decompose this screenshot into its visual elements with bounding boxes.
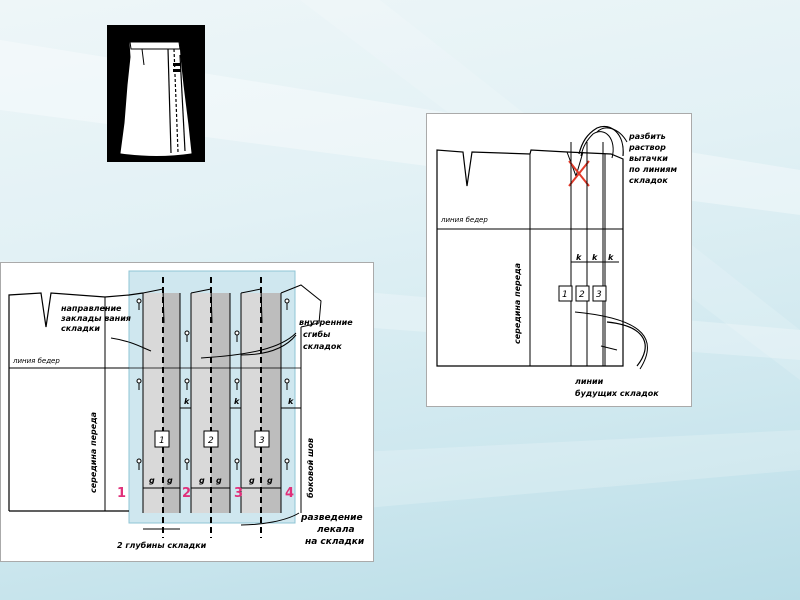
- left-depth-label: 2 глубины складки: [117, 540, 207, 550]
- right-hip-line-label: линия бедер: [440, 216, 488, 224]
- pattern-diagram-left: направление заклады вания складки внутре…: [0, 262, 374, 562]
- right-k-3: k: [608, 253, 614, 262]
- left-pink-number-4: 4: [285, 486, 294, 501]
- skirt-thumbnail: [107, 25, 205, 162]
- left-inner-folds-label: внутренние сгибы складок: [299, 318, 355, 351]
- left-hip-line-label: линия бедер: [12, 357, 60, 365]
- left-front-center-label: середина переда: [89, 412, 98, 493]
- right-diagram-svg: разбить раствор вытачки по линиям складо…: [436, 125, 680, 398]
- pattern-diagram-right: разбить раствор вытачки по линиям складо…: [426, 113, 692, 407]
- right-k-2: k: [592, 253, 598, 262]
- right-pleat-2: 2: [579, 290, 585, 300]
- right-pleat-1: 1: [562, 290, 568, 300]
- left-k-1: k: [184, 397, 190, 406]
- left-pink-number-2: 2: [182, 486, 191, 501]
- left-pleat-1: 1: [159, 436, 165, 446]
- left-direction-label: направление заклады вания складки: [60, 304, 134, 333]
- left-pleat-3: 3: [259, 436, 265, 446]
- left-g-1: g: [149, 476, 155, 485]
- left-spread-label: разведение лекала на складки: [300, 513, 366, 547]
- right-note: разбить раствор вытачки по линиям складо…: [628, 131, 680, 185]
- left-g-6: g: [267, 476, 273, 485]
- left-k-3: k: [288, 397, 294, 406]
- left-g-3: g: [199, 476, 205, 485]
- left-diagram-svg: направление заклады вания складки внутре…: [8, 270, 366, 550]
- left-pink-number-3: 3: [234, 486, 243, 501]
- skirt-sketch-icon: [120, 41, 192, 156]
- left-g-5: g: [249, 476, 255, 485]
- left-side-seam-label: боковой шов: [305, 438, 315, 498]
- left-g-2: g: [167, 476, 173, 485]
- left-pleat-2: 2: [208, 436, 214, 446]
- left-k-2: k: [234, 397, 240, 406]
- right-front-center-label: середина переда: [513, 263, 522, 344]
- left-pink-number-1: 1: [117, 486, 126, 501]
- right-future-lines-label: линии будущих складок: [575, 377, 659, 398]
- right-pleat-3: 3: [596, 290, 602, 300]
- left-g-4: g: [216, 476, 222, 485]
- right-k-1: k: [576, 253, 582, 262]
